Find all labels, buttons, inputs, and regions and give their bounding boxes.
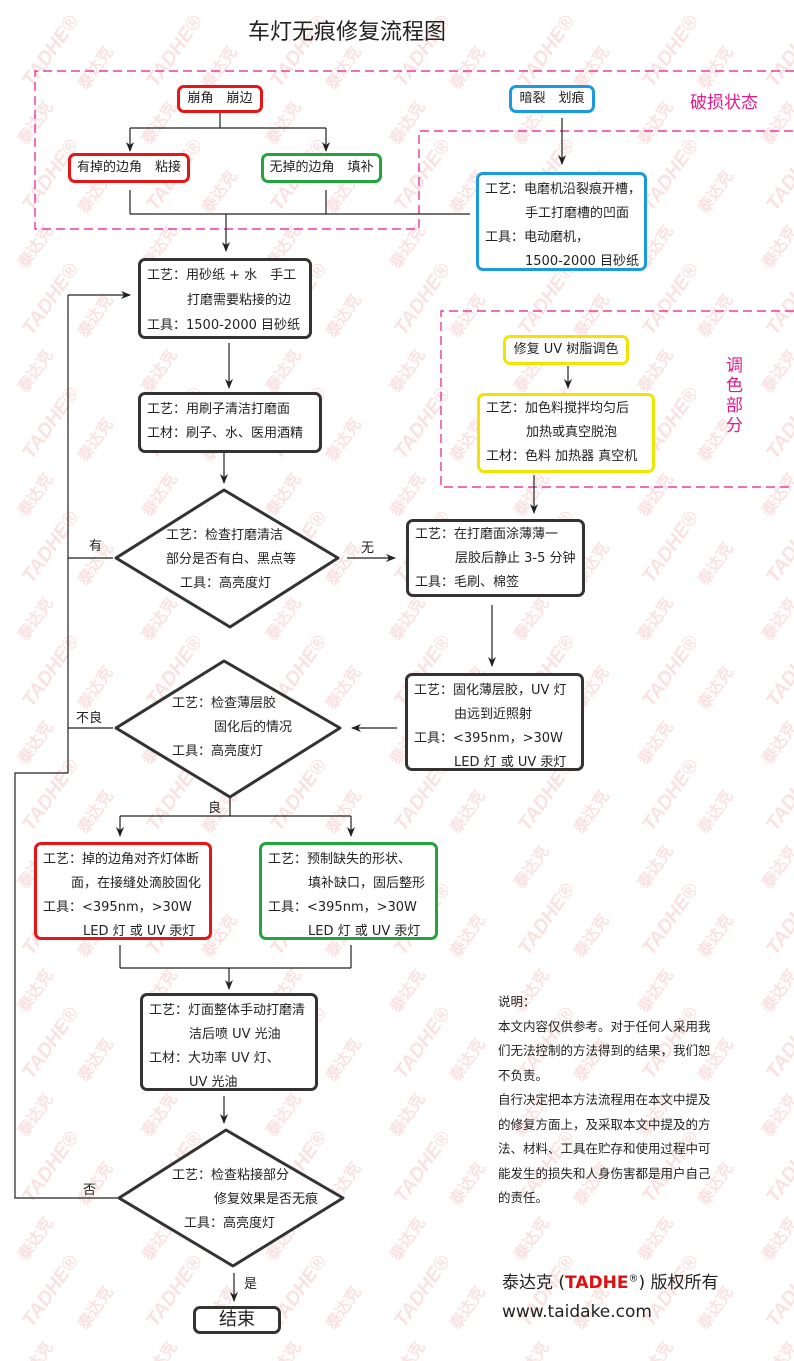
- text-line: 工艺：固化薄层胶，UV 灯: [414, 683, 567, 698]
- notes-line: 的责任。: [498, 1190, 549, 1205]
- node-cleaning: 工艺：用刷子清洁打磨面 工材：刷子、水、医用酒精: [138, 392, 322, 453]
- text-line: 工艺：掉的边角对齐灯体断: [43, 852, 200, 867]
- text-line: LED 灯 或 UV 汞灯: [83, 924, 196, 939]
- text-line: 工艺：检查粘接部分: [172, 1168, 290, 1183]
- page-title: 车灯无痕修复流程图: [248, 20, 447, 45]
- copyright-prefix: 泰达克 (: [502, 1273, 566, 1293]
- node-coat: 工艺：在打磨面涂薄薄一 层胶后静止 3-5 分钟 工具：毛刷、棉签: [406, 519, 585, 597]
- text-line: 工艺：用刷子清洁打磨面: [147, 402, 291, 417]
- tint-region-label: 调 色 部 分: [726, 356, 746, 436]
- notes-line: 不负责。: [498, 1067, 549, 1083]
- disclaimer-notes: 说明： 本文内容仅供参考。对于任何人采用我 们无法控制的方法得到的结果，我们恕 …: [498, 990, 711, 1211]
- text-line: 工具：高亮度灯: [180, 576, 272, 591]
- node-end: 结束: [193, 1306, 281, 1334]
- copyright: 泰达克 (TADHE®) 版权所有: [502, 1268, 718, 1293]
- text-line: 工艺：用砂纸 + 水 手工: [147, 268, 297, 283]
- text-line: 工具：1500-2000 目砂纸: [147, 318, 300, 333]
- text-line: 工具：<395nm，>30W: [43, 900, 192, 915]
- copyright-brand: TADHE: [565, 1273, 629, 1293]
- notes-line: 法、材料、工具在贮存和使用过程中可: [498, 1141, 711, 1156]
- text-line: 修复效果是否无痕: [214, 1192, 319, 1207]
- text-line: 打磨需要粘接的边: [187, 293, 292, 308]
- text-line: LED 灯 或 UV 汞灯: [308, 924, 421, 939]
- text-line: 加热或真空脱泡: [526, 425, 618, 440]
- notes-heading: 说明：: [498, 994, 536, 1009]
- text-line: 工艺：检查薄层胶: [172, 696, 277, 711]
- text-line: 工艺：电磨机沿裂痕开槽，: [485, 182, 642, 197]
- text-line: LED 灯 或 UV 汞灯: [454, 755, 567, 770]
- node-sanding: 工艺：用砂纸 + 水 手工 打磨需要粘接的边 工具：1500-2000 目砂纸: [138, 258, 312, 339]
- node-polish: 工艺：灯面整体手动打磨清 洁后喷 UV 光油 工材：大功率 UV 灯、 UV 光…: [140, 993, 318, 1091]
- notes-line: 的修复方面上，及采取本文中提及的方: [498, 1116, 711, 1132]
- text-line: 工具：高亮度灯: [172, 744, 264, 759]
- decision-check-cleaning-text: 工艺：检查打磨清洁 部分是否有白、黑点等 工具：高亮度灯: [166, 524, 296, 596]
- decision-check-cure: [114, 659, 342, 799]
- text-line: 工艺：加色料搅拌均匀后: [486, 401, 630, 416]
- node-glue: 工艺：掉的边角对齐灯体断 面，在接缝处滴胶固化 工具：<395nm，>30W L…: [34, 842, 212, 940]
- text-line: 工具：<395nm，>30W: [414, 731, 563, 746]
- tint-label-char: 调: [726, 356, 743, 376]
- label-good: 良: [208, 801, 222, 816]
- node-without-piece: 无掉的边角 填补: [261, 153, 382, 183]
- label-yes-result: 是: [244, 1277, 258, 1292]
- text-line: 洁后喷 UV 光油: [189, 1027, 281, 1042]
- notes-line: 自行决定把本方法流程用在本文中提及: [498, 1092, 711, 1107]
- text-line: 工具：<395nm，>30W: [268, 900, 417, 915]
- text-line: 工艺：在打磨面涂薄薄一: [415, 527, 559, 542]
- label-yes-dirty: 有: [89, 539, 103, 554]
- node-chipped: 崩角 崩边: [177, 85, 263, 113]
- text-line: 工材：大功率 UV 灯、: [149, 1051, 280, 1066]
- text-line: 工材：刷子、水、医用酒精: [147, 426, 304, 441]
- damage-region-label: 破损状态: [690, 93, 758, 113]
- text-line: 工具：电动磨机，: [485, 230, 590, 245]
- text-line: 工艺：检查打磨清洁: [166, 528, 284, 543]
- label-no-dirty: 无: [361, 541, 375, 556]
- tint-region-border: [440, 310, 794, 488]
- label-bad: 不良: [76, 711, 103, 726]
- node-cure: 工艺：固化薄层胶，UV 灯 由远到近照射 工具：<395nm，>30W LED …: [405, 673, 584, 771]
- notes-line: 本文内容仅供参考。对于任何人采用我: [498, 1018, 711, 1034]
- text-line: UV 光油: [189, 1075, 238, 1090]
- text-line: 工具：毛刷、棉签: [415, 575, 520, 590]
- node-cracks: 暗裂 划痕: [509, 85, 595, 113]
- copyright-suffix: ) 版权所有: [638, 1273, 719, 1293]
- text-line: 1500-2000 目砂纸: [525, 254, 639, 269]
- text-line: 填补缺口，固后整形: [308, 876, 426, 891]
- text-line: 由远到近照射: [454, 707, 533, 722]
- node-with-piece: 有掉的边角 粘接: [68, 153, 190, 183]
- damage-region-border: [34, 70, 794, 230]
- text-line: 工艺：灯面整体手动打磨清: [149, 1003, 306, 1018]
- node-tint-process: 工艺：加色料搅拌均匀后 加热或真空脱泡 工材：色料 加热器 真空机: [477, 393, 655, 473]
- website-url: www.taidake.com: [502, 1302, 652, 1322]
- tint-label-char: 部: [726, 396, 743, 416]
- text-line: 工艺：预制缺失的形状、: [268, 852, 412, 867]
- notes-line: 们无法控制的方法得到的结果，我们恕: [498, 1043, 711, 1058]
- registered-mark: ®: [628, 1273, 639, 1285]
- text-line: 工材：色料 加热器 真空机: [486, 449, 638, 464]
- label-no-result: 否: [83, 1183, 97, 1198]
- text-line: 部分是否有白、黑点等: [166, 552, 297, 567]
- decision-check-cleaning: [114, 488, 340, 629]
- tint-label-char: 分: [726, 416, 743, 436]
- text-line: 手工打磨槽的凹面: [525, 206, 630, 221]
- notes-line: 能发生的损失和人身伤害都是用户自己: [498, 1165, 711, 1181]
- decision-check-result-text: 工艺：检查粘接部分 修复效果是否无痕 工具：高亮度灯: [172, 1164, 318, 1236]
- decision-check-cure-text: 工艺：检查薄层胶 固化后的情况 工具：高亮度灯: [172, 692, 292, 764]
- text-line: 层胶后静止 3-5 分钟: [455, 551, 576, 566]
- decision-check-result: [117, 1128, 345, 1268]
- text-line: 固化后的情况: [214, 720, 293, 735]
- node-crack-process: 工艺：电磨机沿裂痕开槽， 手工打磨槽的凹面 工具：电动磨机， 1500-2000…: [476, 172, 647, 271]
- text-line: 工具：高亮度灯: [184, 1216, 276, 1231]
- node-tint-title: 修复 UV 树脂调色: [503, 335, 629, 365]
- tint-label-char: 色: [726, 376, 743, 396]
- text-line: 面，在接缝处滴胶固化: [71, 876, 202, 891]
- node-fill: 工艺：预制缺失的形状、 填补缺口，固后整形 工具：<395nm，>30W LED…: [259, 842, 438, 940]
